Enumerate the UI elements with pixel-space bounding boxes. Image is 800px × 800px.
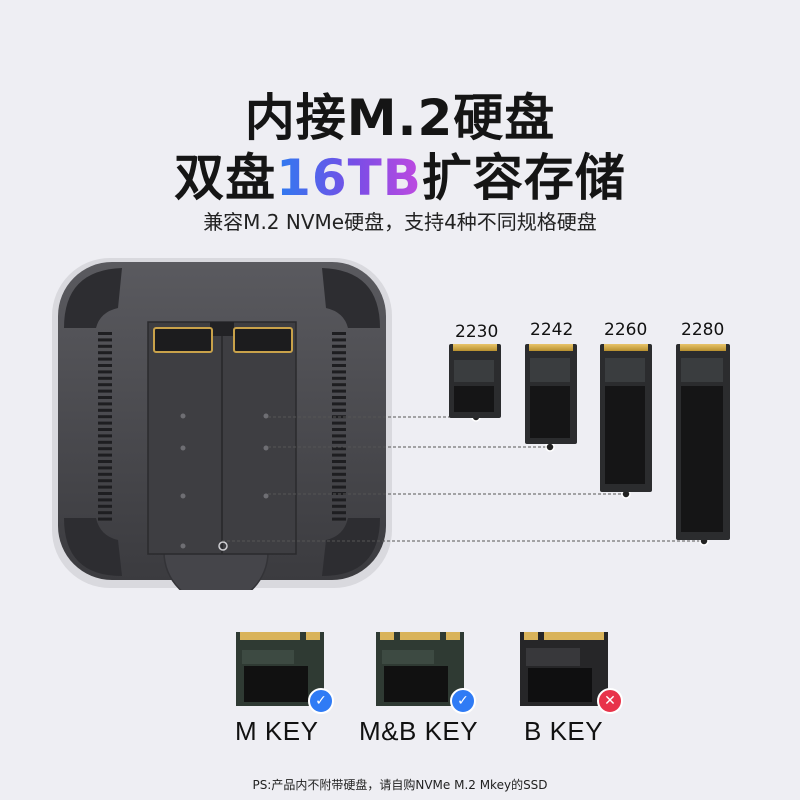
vent-slot [98,479,112,483]
vent-slot [98,364,112,367]
headline-line-1: 内接M.2硬盘 [244,89,556,147]
vent-slot [98,357,112,361]
m-key-label: M KEY [235,716,319,746]
vent-slot [98,396,112,399]
vent-slot [332,344,346,348]
vent-slot [332,472,346,476]
vent-slot [332,408,346,412]
b-key-ssd-image [520,632,608,706]
vent-slot [98,511,112,515]
vent-slot [98,453,112,457]
ssd-size-2280-label: 2280 [681,320,725,340]
vent-slot [332,364,346,367]
vent-slot [332,370,346,374]
vent-slot [332,351,346,355]
ssd-2242 [525,344,577,444]
mb-key-ssd-image [376,632,464,706]
vent-slot [332,447,346,451]
vent-slot [332,511,346,515]
vent-slot [98,466,112,470]
vent-slot [332,428,346,431]
vent-slot [98,517,112,521]
vent-slot [98,376,112,380]
vent-slot [98,492,112,495]
vent-slot [98,383,112,387]
vent-slot [332,479,346,483]
b-key-label: B KEY [524,716,604,746]
vent-slot [98,408,112,412]
vent-slot [332,504,346,508]
vent-slot [98,344,112,348]
mb-key-check-icon: ✓ [450,688,476,714]
vent-slot [332,517,346,521]
vent-slot [332,466,346,470]
vent-slot [332,332,346,335]
vent-slot [332,338,346,342]
ssd-size-2260-label: 2260 [604,320,648,340]
vent-slot [332,389,346,393]
vent-slot [98,434,112,438]
vent-slot [98,338,112,342]
headline-suffix: 扩容存储 [421,149,626,207]
ssd-size-2230-label: 2230 [455,322,499,342]
vent-slot [332,383,346,387]
ssd-2260 [600,344,652,492]
ssd-2230 [449,344,501,418]
vent-slot [332,402,346,406]
vent-slot [332,396,346,399]
vent-slot [332,440,346,444]
mini-pc-bottom-view [52,258,392,590]
vent-slot [98,447,112,451]
m-key-check-icon: ✓ [308,688,334,714]
vent-slot [332,421,346,425]
vent-slot [332,460,346,463]
vent-slot [98,389,112,393]
vent-slot [332,485,346,489]
headline-prefix: 双盘 [174,149,277,207]
vent-slot [98,421,112,425]
vent-slot [98,472,112,476]
vent-slot [98,351,112,355]
vent-slot [332,434,346,438]
vent-slot [332,357,346,361]
vent-slot [332,376,346,380]
vent-slot [98,415,112,419]
vent-slot [98,332,112,335]
ssd-2280 [676,344,730,540]
headline-line-2: 双盘16TB扩容存储 [0,148,800,208]
footnote: PS:产品内不附带硬盘，请自购NVMe M.2 Mkey的SSD [252,778,548,792]
vent-slot [332,453,346,457]
vent-slot [98,428,112,431]
mb-key-label: M&B KEY [359,716,479,746]
b-key-cross-icon: ✕ [597,688,623,714]
vent-slot [98,504,112,508]
headline-capacity-highlight: 16TB [276,149,422,207]
vent-slot [98,460,112,463]
subtitle: 兼容M.2 NVMe硬盘，支持4种不同规格硬盘 [203,210,597,234]
vent-slot [98,440,112,444]
vent-slot [98,370,112,374]
vent-slot [332,498,346,502]
vent-slot [98,498,112,502]
vent-slot [98,485,112,489]
ssd-size-2242-label: 2242 [530,320,574,340]
vent-slot [98,402,112,406]
